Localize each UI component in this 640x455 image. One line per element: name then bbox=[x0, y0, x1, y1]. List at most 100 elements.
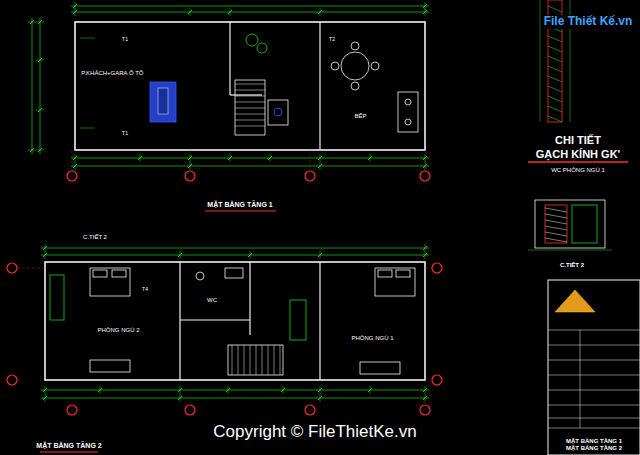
plan-line bbox=[545, 238, 567, 242]
title-block: MẶT BẰNG TẦNG 1MẶT BẰNG TẦNG 2 bbox=[548, 280, 640, 455]
plan-shape bbox=[228, 345, 283, 375]
plan-line bbox=[36, 22, 44, 23]
plan-line bbox=[528, 161, 628, 163]
plan-line bbox=[545, 214, 567, 218]
plan-line bbox=[75, 154, 76, 162]
plan-line bbox=[320, 251, 321, 259]
plan-shape bbox=[378, 270, 392, 277]
plan-shape bbox=[75, 22, 425, 150]
title-block-text: MẶT BẰNG TẦNG 1 bbox=[548, 438, 640, 445]
plan-line bbox=[235, 126, 265, 127]
plan-line bbox=[75, 162, 76, 170]
plan-shape bbox=[398, 92, 418, 132]
plan-line bbox=[250, 345, 251, 375]
plan-line bbox=[545, 208, 567, 212]
plan-line bbox=[45, 394, 46, 402]
plan-circle bbox=[196, 272, 204, 280]
plan-line bbox=[250, 251, 251, 259]
plan-line bbox=[40, 452, 98, 453]
plan-line bbox=[41, 248, 429, 249]
plan-shape bbox=[545, 205, 567, 243]
plan-line bbox=[235, 120, 265, 121]
plan-line bbox=[205, 211, 276, 212]
room-name: PHÒNG NGỦ 2 bbox=[97, 327, 140, 334]
plan-shape bbox=[90, 360, 130, 372]
plan-line bbox=[548, 46, 562, 52]
plan-line bbox=[41, 255, 429, 256]
plan-circle bbox=[432, 263, 442, 273]
plan-shape bbox=[93, 270, 107, 277]
plan-line bbox=[180, 251, 181, 259]
plan-circle bbox=[274, 108, 282, 116]
plan-line bbox=[36, 110, 44, 111]
plan-circle bbox=[185, 405, 195, 415]
title-block-text: MẶT BẰNG TẦNG 2 bbox=[548, 445, 640, 452]
plan-line bbox=[548, 418, 640, 419]
room-name: BẾP bbox=[354, 113, 367, 120]
plan-circle bbox=[371, 62, 379, 70]
plan-line bbox=[256, 345, 257, 375]
plan-line bbox=[548, 86, 562, 92]
plan-circle bbox=[420, 171, 430, 181]
plan-circle bbox=[185, 171, 195, 181]
plan-circle bbox=[305, 405, 315, 415]
plan-line bbox=[548, 345, 640, 346]
plan-shape bbox=[360, 362, 400, 374]
plan-line bbox=[190, 8, 191, 16]
plan-line bbox=[320, 154, 321, 162]
plan-line bbox=[45, 386, 46, 394]
plan-line bbox=[36, 60, 44, 61]
plan-line bbox=[548, 6, 562, 12]
plan-circle bbox=[341, 52, 369, 80]
logo-mark bbox=[555, 290, 595, 312]
plan-line bbox=[249, 262, 250, 335]
plan-line bbox=[320, 386, 321, 394]
plan-line bbox=[180, 386, 181, 394]
detail-callout: C.TIẾT 2 bbox=[560, 262, 584, 269]
plan-shape bbox=[235, 80, 265, 135]
plan-line bbox=[548, 116, 562, 122]
plan-line bbox=[320, 162, 321, 170]
plan-line bbox=[190, 150, 191, 171]
plan-shape bbox=[375, 268, 415, 296]
plan-line bbox=[540, 0, 541, 122]
plan-line bbox=[548, 76, 562, 82]
plan-circle bbox=[420, 405, 430, 415]
plan-line bbox=[71, 166, 429, 167]
plan-line bbox=[274, 345, 275, 375]
plan-line bbox=[425, 394, 426, 402]
room-name: P.KHÁCH+GARA Ô TÔ bbox=[81, 70, 144, 77]
plan-line bbox=[244, 345, 245, 375]
plan-line bbox=[230, 8, 231, 16]
room-label-box: BẾP bbox=[352, 112, 369, 121]
plan-line bbox=[41, 398, 429, 399]
detail-title: GẠCH KÍNH GK' bbox=[536, 148, 621, 160]
plan-line bbox=[370, 154, 371, 162]
plan-line bbox=[45, 244, 46, 252]
room-name: PHÒNG NGỦ 1 bbox=[351, 335, 394, 342]
room-name: WC bbox=[207, 297, 217, 304]
plan-line bbox=[528, 250, 612, 251]
plan-line bbox=[425, 2, 426, 10]
window-tag: T4 bbox=[142, 287, 148, 293]
plan-line bbox=[230, 154, 231, 162]
plan-line bbox=[28, 22, 36, 23]
plan-line bbox=[228, 386, 229, 394]
plan-circle bbox=[305, 171, 315, 181]
plan-line bbox=[235, 84, 265, 85]
watermark-logo: File Thiết Kế.vn bbox=[544, 15, 633, 28]
plan-line bbox=[548, 106, 562, 112]
window-tag: T2 bbox=[329, 37, 335, 43]
room-label-box: P.KHÁCH+GARA Ô TÔ bbox=[79, 69, 146, 78]
plan-shape bbox=[225, 268, 243, 278]
plan-line bbox=[425, 268, 432, 269]
plan-line bbox=[262, 345, 263, 375]
plan-line bbox=[548, 96, 562, 102]
plan-circle bbox=[7, 375, 17, 385]
plan-line bbox=[548, 360, 640, 361]
plan-line bbox=[36, 150, 44, 151]
plan-line bbox=[45, 251, 46, 259]
plan-line bbox=[425, 244, 426, 252]
plan-line bbox=[545, 220, 567, 224]
